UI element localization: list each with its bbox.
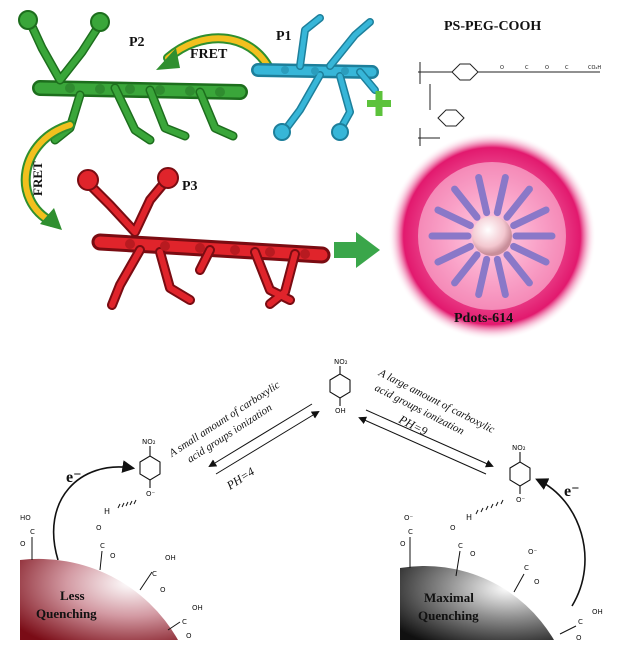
svg-text:HO: HO: [20, 514, 31, 522]
svg-text:O: O: [400, 540, 406, 548]
svg-text:C: C: [30, 528, 35, 536]
svg-text:OH: OH: [165, 554, 176, 562]
svg-text:O⁻: O⁻: [528, 548, 538, 556]
pdots-particle: [388, 132, 596, 340]
peg-chain: [475, 174, 491, 217]
label-ps-peg-cooh: PS-PEG-COOH: [444, 19, 541, 34]
peg-chain: [493, 174, 509, 217]
svg-text:C: C: [182, 618, 187, 626]
svg-text:O: O: [20, 540, 26, 548]
svg-text:O: O: [450, 524, 456, 532]
peg-chain: [434, 206, 474, 230]
polymer-p2: [18, 10, 248, 145]
svg-text:C: C: [525, 65, 529, 71]
electron-arrow-right: [535, 478, 586, 607]
peg-chain: [451, 185, 481, 221]
nitrophenolate-right: [509, 452, 531, 494]
peg-chain: [451, 251, 481, 287]
ph-left: PH=4: [223, 464, 257, 493]
left-o-minus: O⁻: [146, 490, 156, 498]
fret-arrow-top: [156, 33, 275, 75]
fret-arrow-left: [20, 120, 75, 230]
plus-icon: [367, 91, 391, 116]
equilibrium-arrows-left: [208, 403, 320, 475]
svg-text:C: C: [408, 528, 413, 536]
carboxyl-bonds-left: [31, 537, 181, 631]
hbond-right: [475, 499, 504, 515]
left-no2: NO₂: [142, 438, 156, 446]
svg-text:C: C: [100, 542, 105, 550]
right-no2: NO₂: [512, 444, 526, 452]
less-quenching-2: Quenching: [36, 606, 97, 621]
electron-arrow-left: [52, 460, 136, 561]
label-fret-left: FRET: [30, 161, 45, 196]
electron-left: e⁻: [66, 469, 82, 486]
peg-chain: [434, 242, 474, 266]
peg-chain: [475, 255, 491, 298]
right-o-minus: O⁻: [516, 496, 526, 504]
less-quenching-1: Less: [60, 588, 85, 603]
left-arrow-text-1: A small amount of carboxylic: [166, 379, 282, 460]
left-h: H: [104, 507, 110, 516]
svg-text:C: C: [458, 542, 463, 550]
svg-text:O: O: [545, 65, 549, 71]
polymer-p1: [251, 14, 379, 141]
equilibrium-arrows-right: [358, 409, 494, 475]
electron-right: e⁻: [564, 483, 580, 500]
peg-chain: [503, 185, 533, 221]
hbond-left: [117, 499, 137, 509]
label-fret-top: FRET: [190, 47, 228, 62]
svg-text:C: C: [565, 65, 569, 71]
svg-text:O⁻: O⁻: [404, 514, 414, 522]
svg-text:O: O: [500, 65, 504, 71]
center-oh: OH: [335, 407, 346, 415]
maximal-quenching-2: Quenching: [418, 608, 479, 623]
maximal-quenching-1: Maximal: [424, 590, 474, 605]
arrow-to-pdots-icon: [334, 232, 380, 268]
sphere-maximal-quenching: [400, 565, 554, 640]
label-p3: P3: [182, 179, 198, 194]
svg-text:O: O: [96, 524, 102, 532]
svg-text:O: O: [186, 632, 192, 640]
ps-peg-cooh-structure: [418, 62, 600, 146]
svg-text:O: O: [534, 578, 540, 586]
peg-chain: [503, 251, 533, 287]
svg-text:O: O: [160, 586, 166, 594]
svg-text:CO₂H: CO₂H: [588, 65, 601, 71]
svg-text:O: O: [576, 634, 582, 642]
center-no2: NO₂: [334, 358, 348, 366]
peg-chain: [493, 255, 509, 298]
right-h: H: [466, 513, 472, 522]
svg-text:OH: OH: [192, 604, 203, 612]
nitrophenolate-left: [139, 446, 161, 488]
label-pdots: Pdots-614: [454, 311, 513, 326]
label-p1: P1: [276, 29, 292, 44]
svg-text:C: C: [152, 570, 157, 578]
svg-text:C: C: [524, 564, 529, 572]
svg-text:OH: OH: [592, 608, 603, 616]
peg-chain: [510, 206, 550, 230]
sphere-less-quenching: [20, 558, 178, 640]
peg-chain: [510, 242, 550, 266]
svg-text:C: C: [578, 618, 583, 626]
carboxyl-bonds-right: [409, 537, 577, 635]
svg-text:O: O: [470, 550, 476, 558]
nitrophenol-center: [329, 366, 351, 406]
label-p2: P2: [129, 35, 145, 50]
svg-text:O: O: [110, 552, 116, 560]
ps-peg-cooh-atoms: O C O C CO₂H: [500, 65, 601, 71]
polymer-p3: [77, 167, 331, 310]
